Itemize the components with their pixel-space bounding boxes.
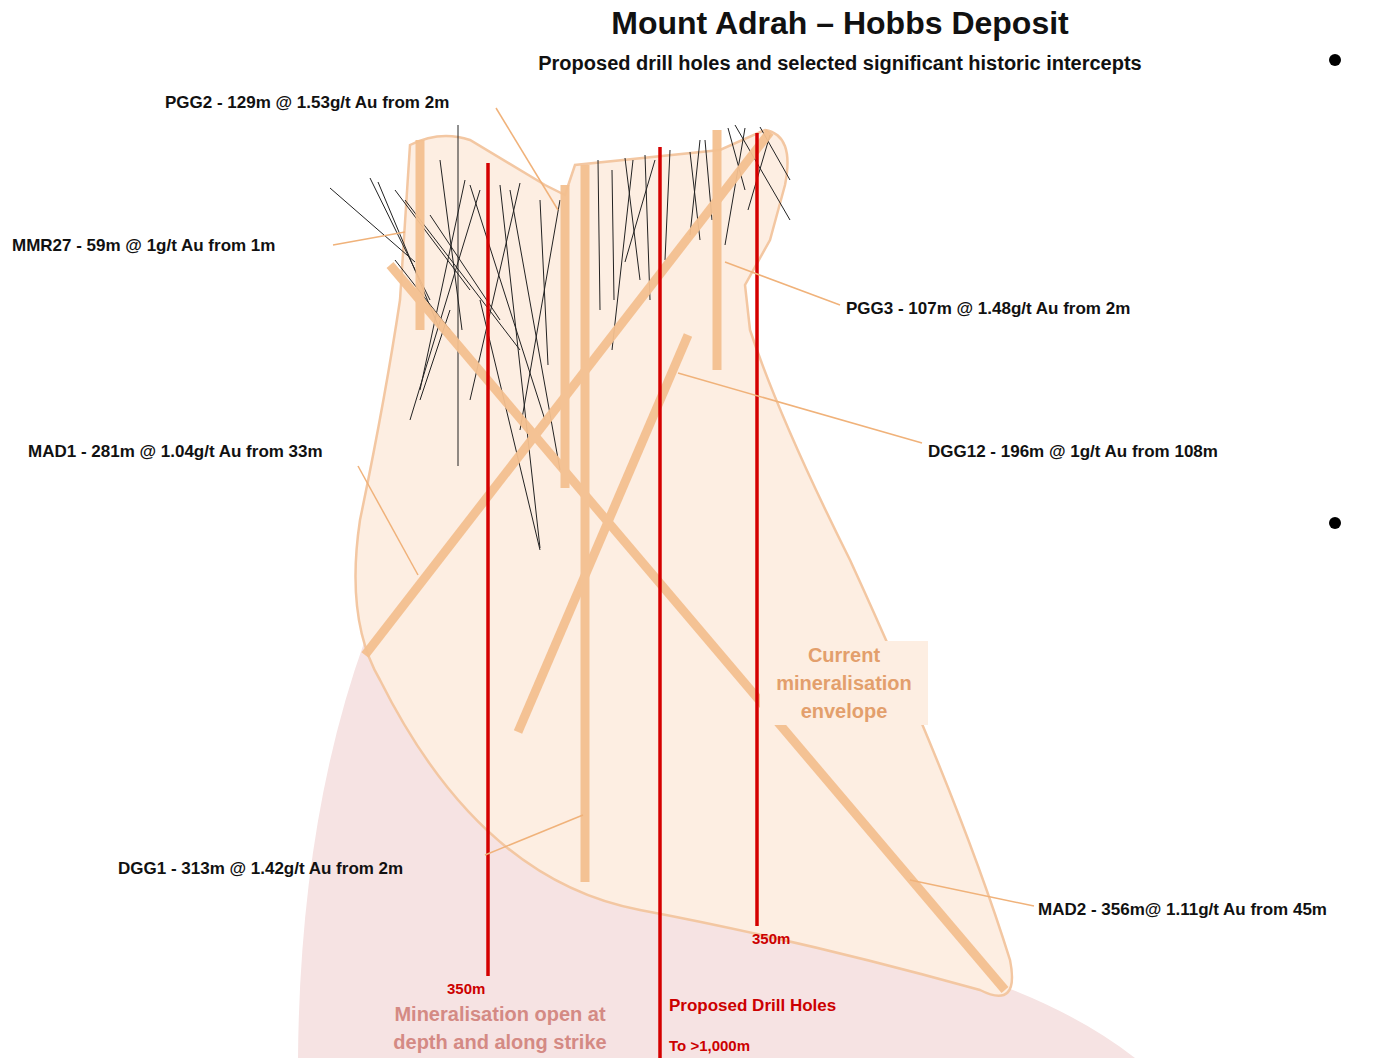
- zone-label: Mineralisation open at depth and along s…: [378, 1000, 622, 1056]
- mineralisation-envelope: [356, 130, 1013, 996]
- intercept-bars: [365, 130, 1005, 990]
- depth-label: 350m: [447, 980, 485, 998]
- intercept-label: DGG1 - 313m @ 1.42g/t Au from 2m: [118, 859, 403, 879]
- historic-drill-trace: [665, 150, 670, 260]
- depth-label: 350m: [752, 930, 790, 948]
- historic-drill-trace: [520, 200, 560, 430]
- historic-drill-trace: [510, 190, 560, 470]
- envelope-label: Current mineralisation envelope: [760, 641, 928, 725]
- historic-drill-trace: [470, 185, 545, 420]
- historic-drill-trace: [598, 160, 600, 310]
- proposed-holes-label: Proposed Drill Holes: [669, 996, 836, 1016]
- historic-drill-trace: [625, 160, 655, 262]
- historic-drill-trace: [458, 125, 459, 466]
- intercept-label: PGG3 - 107m @ 1.48g/t Au from 2m: [846, 299, 1130, 319]
- bullet-dots: [1329, 54, 1341, 529]
- historic-drill-trace: [540, 200, 548, 365]
- intercept-label: MMR27 - 59m @ 1g/t Au from 1m: [12, 236, 275, 256]
- historic-drill-trace: [420, 180, 465, 390]
- intercept-label: MAD1 - 281m @ 1.04g/t Au from 33m: [28, 442, 323, 462]
- intercept-label: MAD2 - 356m@ 1.11g/t Au from 45m: [1038, 900, 1327, 920]
- title: Mount Adrah – Hobbs Deposit: [540, 4, 1140, 42]
- leader-lines: [333, 108, 1034, 906]
- historic-drill-trace: [645, 155, 650, 300]
- historic-drill-trace: [612, 170, 614, 300]
- intercept-label: DGG12 - 196m @ 1g/t Au from 108m: [928, 442, 1218, 462]
- proposed-drill-holes: [488, 133, 757, 1058]
- subtitle: Proposed drill holes and selected signif…: [440, 51, 1240, 75]
- intercept-label: PGG2 - 129m @ 1.53g/t Au from 2m: [165, 93, 449, 113]
- historic-drill-trace: [500, 185, 540, 548]
- depth-label: To >1,000m: [669, 1037, 750, 1055]
